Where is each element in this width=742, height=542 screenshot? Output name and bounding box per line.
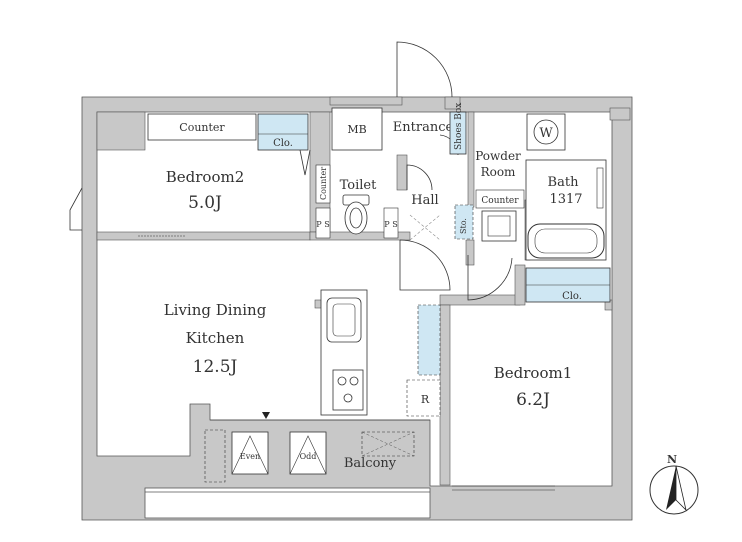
counter-bedroom2-label: Counter [179, 121, 225, 134]
counter-toilet [315, 164, 331, 204]
north-arrow-icon [666, 466, 676, 510]
balcony-strip [144, 487, 431, 519]
bedroom1-size: 6.2J [516, 390, 550, 410]
closet-bedroom2-label: Clo. [273, 138, 293, 149]
counter-toilet-label: Counter [319, 167, 328, 200]
powder-label-2: Room [481, 165, 516, 179]
mb-box [331, 107, 383, 151]
bedroom2-size: 5.0J [188, 193, 222, 213]
toilet-label: Toilet [340, 178, 377, 193]
interior-walls [96, 96, 631, 486]
fridge-space [406, 379, 441, 417]
closet-bedroom1-label: Clo. [562, 291, 582, 302]
balcony-ac-odd [289, 431, 327, 475]
entrance-label: Entrance [393, 120, 454, 135]
counter-bedroom2 [147, 113, 257, 141]
hall-label: Hall [411, 193, 438, 208]
mb-label: MB [347, 123, 366, 136]
balcony-outdoor-unit [361, 431, 415, 457]
storage-hall-hatch [409, 214, 441, 241]
bedroom2-label: Bedroom2 [166, 168, 245, 186]
ldk-label-2: Kitchen [186, 329, 245, 347]
washing-machine-label: W [539, 126, 553, 141]
shoes-box-label: Shoes Box [454, 103, 464, 150]
ps-box-2 [383, 207, 399, 239]
bathtub-icon [527, 223, 605, 259]
bedroom1-label: Bedroom1 [494, 364, 573, 382]
fridge-label: R [421, 393, 430, 406]
bath-size: 1317 [549, 192, 582, 207]
shoes-box [449, 111, 467, 155]
balcony-odd-label: Odd [300, 452, 317, 461]
compass: N [649, 453, 699, 515]
toilet-icon [342, 194, 370, 235]
counter-powder [475, 189, 525, 209]
storage-hall-label: Sto. [459, 218, 468, 234]
balcony-label: Balcony [344, 456, 397, 471]
ldk-size: 12.5J [193, 357, 238, 377]
door-swings [69, 41, 513, 301]
kitchen-sink-icon [326, 297, 362, 343]
compass-north-label: N [667, 453, 677, 466]
sink-icon [481, 210, 517, 242]
counter-powder-label: Counter [481, 196, 519, 206]
ps-box-2-label: P S [384, 220, 397, 229]
balcony-marker-icon [262, 412, 270, 419]
storage-kitchen [417, 304, 441, 376]
ldk-label-1: Living Dining [164, 301, 267, 319]
bath-label: Bath [548, 175, 580, 190]
storage-hall [454, 204, 474, 240]
powder-label-1: Powder [475, 149, 521, 163]
balcony-hatch [204, 429, 226, 483]
stove-icon [332, 369, 364, 411]
balcony-even-label: Even [240, 452, 260, 461]
closet-bedroom2 [257, 113, 309, 151]
balcony-ac-even [231, 431, 269, 475]
windows [138, 235, 555, 491]
ps-box-1 [315, 207, 331, 239]
ps-box-1-label: P S [316, 220, 329, 229]
